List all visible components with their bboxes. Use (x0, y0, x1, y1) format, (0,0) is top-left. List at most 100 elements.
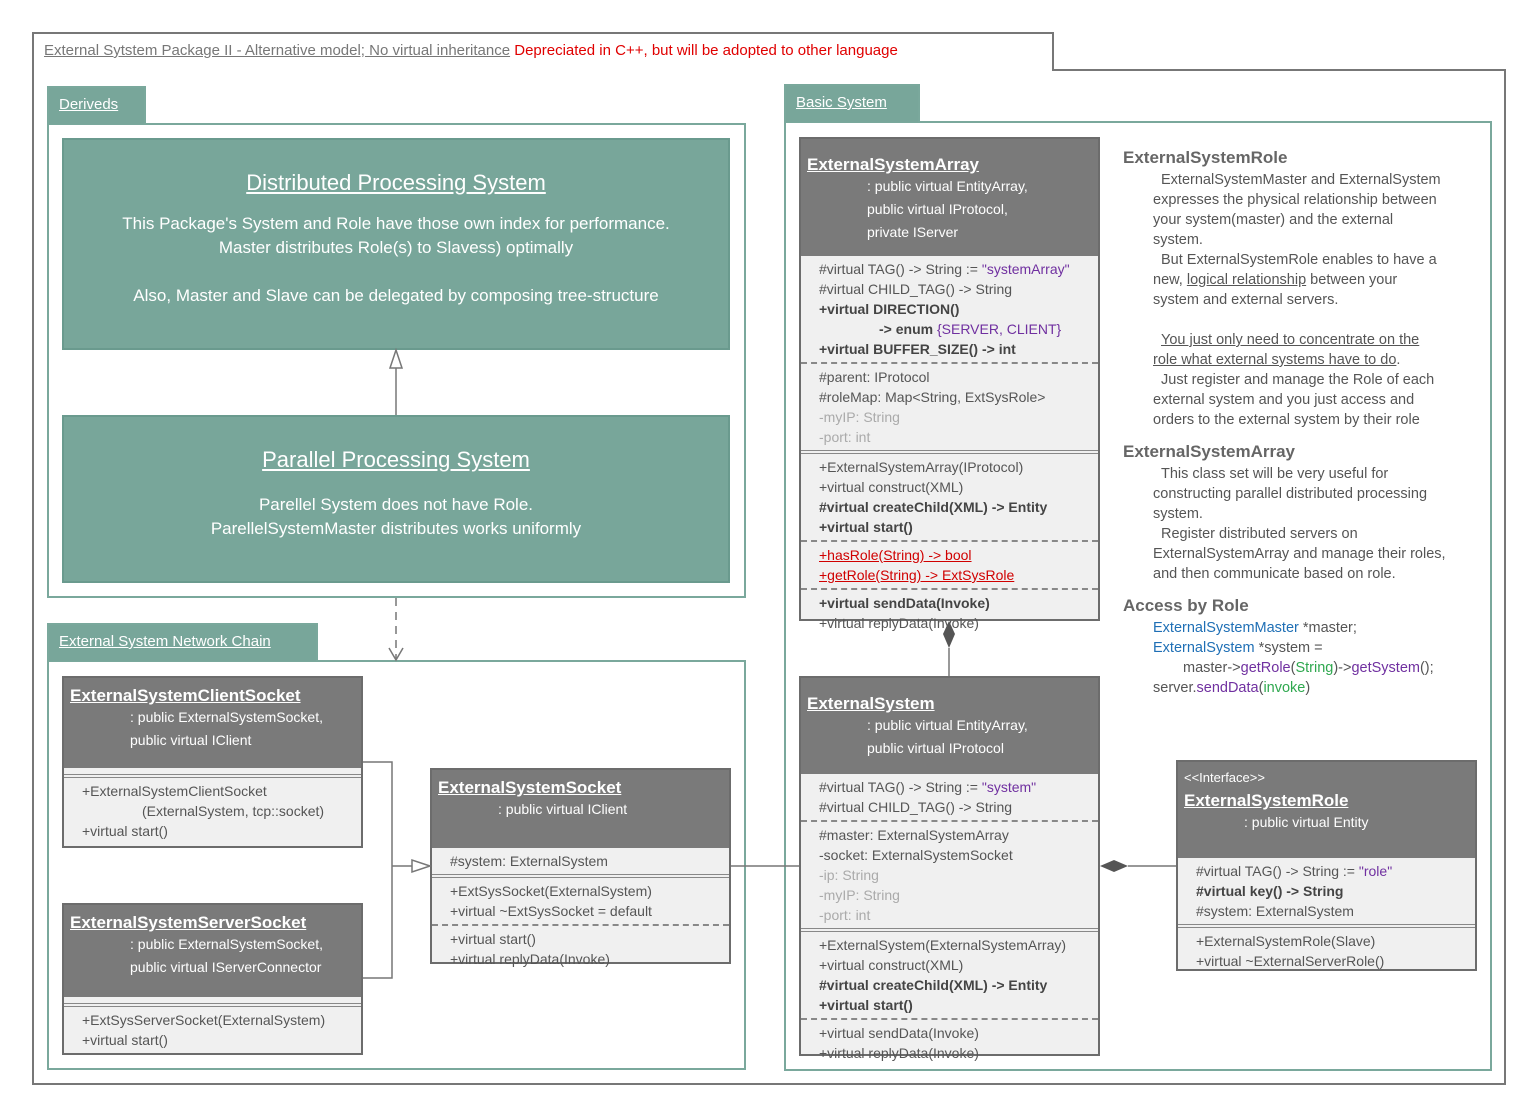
note-role-12: orders to the external system by their r… (1153, 412, 1420, 428)
array-inherit-2: public virtual IProtocol, (867, 201, 1008, 217)
note-array-2: constructing parallel distributed proces… (1153, 486, 1428, 502)
array-get-role: +getRole(String) -> ExtSysRole (819, 567, 1015, 583)
socket-generalization-arrowhead (411, 858, 433, 874)
socket-inherit-1: : public virtual IClient (498, 801, 628, 817)
system-inherit-2: public virtual IProtocol (867, 740, 1004, 756)
array-create-child: #virtual createChild(XML) -> Entity (819, 499, 1048, 515)
array-construct: +virtual construct(XML) (819, 479, 964, 495)
server-socket-start: +virtual start() (82, 1032, 168, 1048)
array-reply-data: +virtual replyData(Invoke) (819, 615, 979, 631)
system-master: #master: ExternalSystemArray (819, 827, 1009, 843)
external-system-array-class: ExternalSystemArray : public virtual Ent… (799, 137, 1100, 631)
note-role-2: expresses the physical relationship betw… (1153, 192, 1437, 208)
system-inherit-1: : public virtual EntityArray, (867, 717, 1028, 733)
server-socket-ctor: +ExtSysServerSocket(ExternalSystem) (82, 1012, 326, 1028)
array-buffer-size: +virtual BUFFER_SIZE() -> int (819, 341, 1016, 357)
role-stereotype: <<Interface>> (1184, 770, 1265, 785)
system-start: +virtual start() (819, 997, 913, 1013)
socket-start: +virtual start() (450, 931, 536, 947)
client-socket-start: +virtual start() (82, 823, 168, 839)
distributed-line-1: This Package's System and Role have thos… (122, 214, 670, 233)
note-role-9: role what external systems have to do. (1153, 352, 1401, 368)
array-ctor: +ExternalSystemArray(IProtocol) (819, 459, 1024, 475)
array-tag: #virtual TAG() -> String := "systemArray… (819, 261, 1070, 277)
system-ctor: +ExternalSystem(ExternalSystemArray) (819, 937, 1067, 953)
note-array-6: and then communicate based on role. (1153, 566, 1396, 582)
system-port: -port: int (819, 907, 871, 923)
distributed-title: Distributed Processing System (246, 170, 546, 195)
parallel-processing-box: Parallel Processing System Parellel Syst… (62, 415, 730, 583)
parallel-line-1: Parellel System does not have Role. (258, 495, 534, 514)
external-system-role-class: <<Interface>> ExternalSystemRole : publi… (1176, 760, 1477, 971)
note-role-4: system. (1153, 232, 1203, 248)
role-ctor: +ExternalSystemRole(Slave) (1196, 933, 1376, 949)
code-line-2: ExternalSystem *system = (1153, 640, 1323, 656)
array-child-tag: #virtual CHILD_TAG() -> String (819, 281, 1013, 297)
array-rolemap: #roleMap: Map<String, ExtSysRole> (819, 389, 1046, 405)
parallel-title: Parallel Processing System (262, 447, 530, 472)
array-has-role: +hasRole(String) -> bool (819, 547, 972, 563)
package-title-tab: External Sytstem Package II - Alternativ… (32, 32, 1054, 71)
code-line-4: server.sendData(invoke) (1153, 680, 1311, 696)
package-title: External Sytstem Package II - Alternativ… (44, 42, 511, 59)
array-inherit-1: : public virtual EntityArray, (867, 178, 1028, 194)
note-array-3: system. (1153, 506, 1203, 522)
code-line-3: master->getRole(String)->getSystem(); (1183, 660, 1434, 676)
note-array-1: This class set will be very useful for (1161, 466, 1389, 482)
array-port: -port: int (819, 429, 871, 445)
deriveds-tab: Deriveds (47, 86, 146, 124)
server-socket-class: ExternalSystemServerSocket : public Exte… (62, 903, 363, 1055)
role-tag: #virtual TAG() -> String := "role" (1196, 863, 1393, 879)
system-create-child: #virtual createChild(XML) -> Entity (819, 977, 1048, 993)
note-role-11: external system and you just access and (1153, 392, 1415, 408)
note-array-4: Register distributed servers on (1161, 526, 1358, 542)
deprecation-warning: Depreciated in C++, but will be adopted … (514, 42, 898, 59)
system-construct: +virtual construct(XML) (819, 957, 964, 973)
array-inherit-3: private IServer (867, 224, 959, 240)
server-socket-name: ExternalSystemServerSocket (70, 913, 307, 932)
distributed-line-3: Also, Master and Slave can be delegated … (133, 286, 659, 305)
system-class-name: ExternalSystem (807, 694, 935, 713)
note-array-heading: ExternalSystemArray (1123, 442, 1295, 461)
note-role-7: system and external servers. (1153, 292, 1339, 308)
system-tag: #virtual TAG() -> String := "system" (819, 779, 1037, 795)
array-direction-enum: -> enum {SERVER, CLIENT} (879, 321, 1062, 337)
client-socket-ctor: +ExternalSystemClientSocket (82, 783, 267, 799)
system-reply-data: +virtual replyData(Invoke) (819, 1045, 979, 1061)
server-socket-inherit-1: : public ExternalSystemSocket, (130, 936, 323, 952)
system-child-tag: #virtual CHILD_TAG() -> String (819, 799, 1013, 815)
socket-dtor: +virtual ~ExtSysSocket = default (450, 903, 652, 919)
system-socket: -socket: ExternalSystemSocket (819, 847, 1013, 863)
array-parent: #parent: IProtocol (819, 369, 930, 385)
distributed-processing-box: Distributed Processing System This Packa… (62, 138, 730, 350)
system-send-data: +virtual sendData(Invoke) (819, 1025, 979, 1041)
array-start: +virtual start() (819, 519, 913, 535)
array-send-data: +virtual sendData(Invoke) (819, 595, 990, 611)
role-class-name: ExternalSystemRole (1184, 791, 1349, 810)
client-socket-inherit-2: public virtual IClient (130, 732, 252, 748)
code-line-1: ExternalSystemMaster *master; (1153, 620, 1357, 636)
array-class-name: ExternalSystemArray (807, 155, 979, 174)
role-key: #virtual key() -> String (1196, 883, 1344, 899)
role-inherit-1: : public virtual Entity (1244, 814, 1369, 830)
note-role-10: Just register and manage the Role of eac… (1161, 372, 1435, 388)
role-composition-diamond (1100, 860, 1128, 872)
note-access-heading: Access by Role (1123, 596, 1249, 615)
client-socket-name: ExternalSystemClientSocket (70, 686, 301, 705)
socket-name: ExternalSystemSocket (438, 778, 622, 797)
basic-system-tab: Basic System (784, 84, 920, 122)
network-chain-tab: External System Network Chain (47, 623, 318, 661)
array-direction: +virtual DIRECTION() (819, 301, 960, 317)
socket-inheritance-bracket (363, 761, 393, 979)
parallel-line-2: ParellelSystemMaster distributes works u… (210, 519, 582, 538)
deriveds-package (47, 123, 746, 598)
server-socket-inherit-2: public virtual IServerConnector (130, 959, 322, 975)
note-role-5: But ExternalSystemRole enables to have a (1161, 252, 1437, 268)
client-socket-ctor-args: (ExternalSystem, tcp::socket) (142, 803, 325, 819)
note-role-heading: ExternalSystemRole (1123, 148, 1288, 167)
socket-field-system: #system: ExternalSystem (450, 853, 608, 869)
dependency-arrowhead (388, 647, 404, 662)
distributed-line-2: Master distributes Role(s) to Slavess) o… (218, 238, 574, 257)
basic-system-package (784, 121, 1492, 1071)
